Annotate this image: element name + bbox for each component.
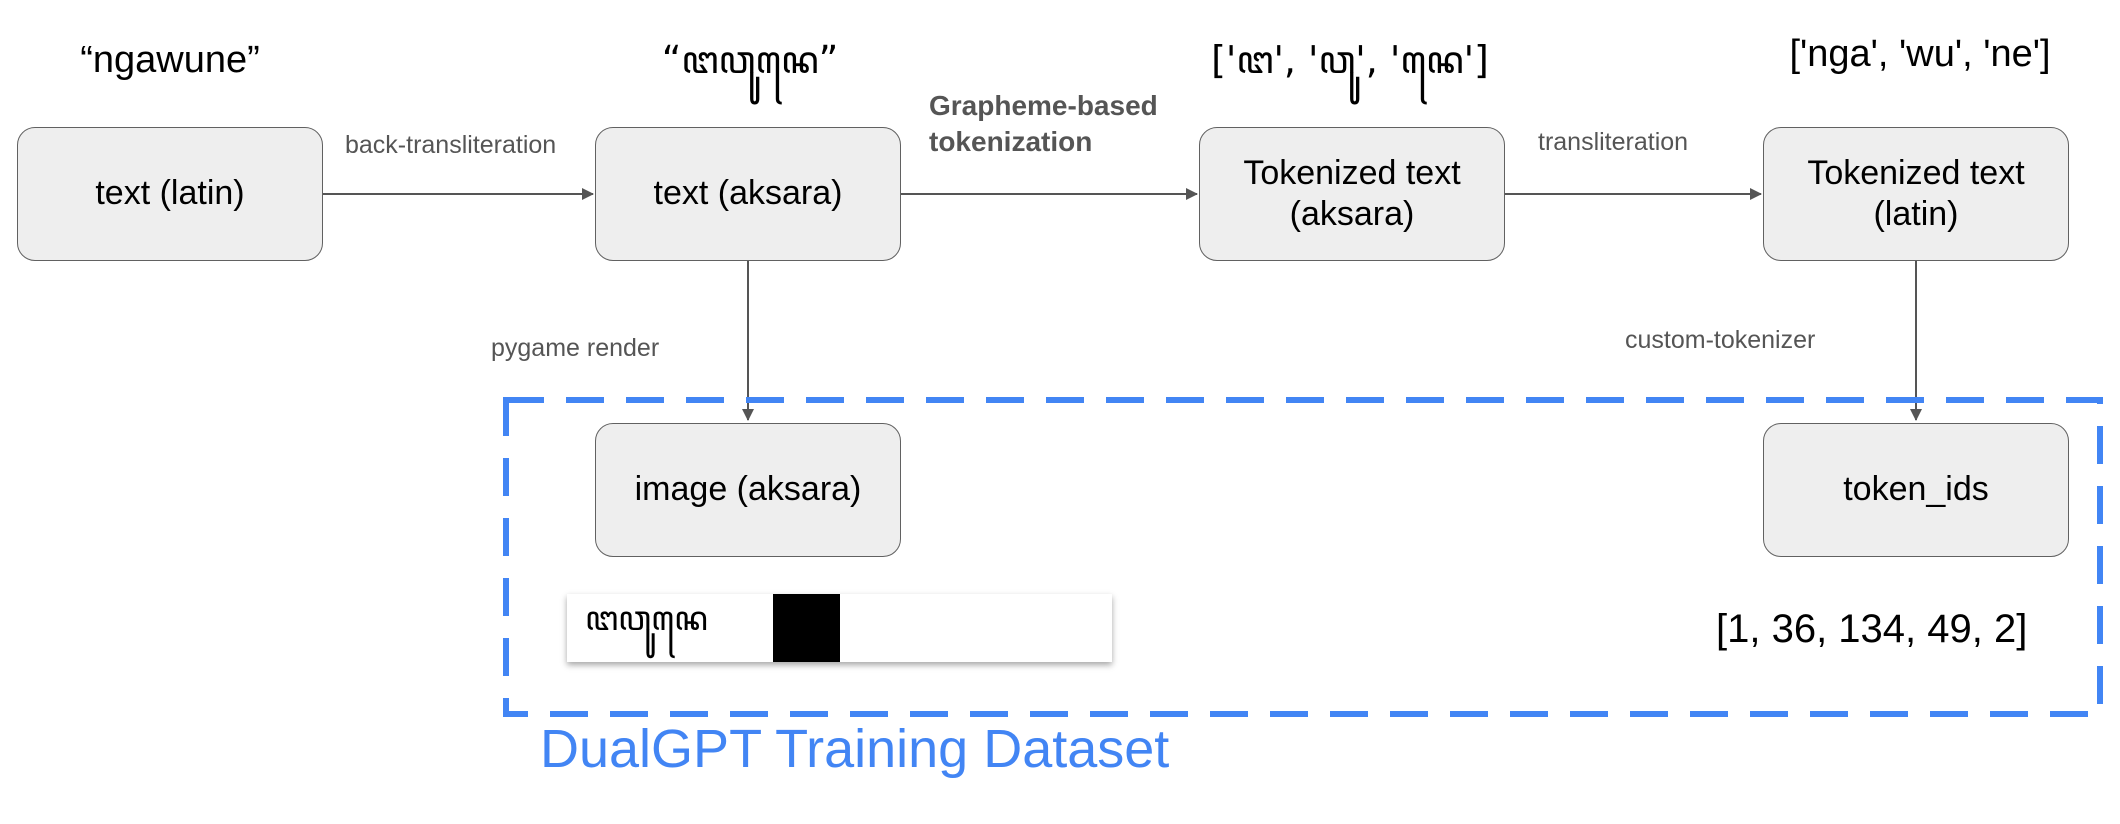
node-image-aksara: image (aksara) xyxy=(595,423,901,557)
rendered-aksara-glyphs: ꦔꦮꦸꦤꦺ xyxy=(585,599,708,639)
edge-label-grapheme-tokenization: Grapheme-based tokenization xyxy=(929,90,1158,158)
token-ids-example: [1, 36, 134, 49, 2] xyxy=(1716,607,2028,651)
latin-word-example: “ngawune” xyxy=(80,39,260,81)
edge-label-transliteration: transliteration xyxy=(1538,128,1689,156)
edge-label-pygame-render: pygame render xyxy=(491,334,660,362)
dataset-boundary xyxy=(503,397,2103,717)
aksara-tokens-example: ['ꦔ', 'ꦮꦸ', 'ꦤꦺ'] xyxy=(1211,38,1489,82)
dataset-title: DualGPT Training Dataset xyxy=(540,719,1170,779)
rendered-aksara-image: ꦔꦮꦸꦤꦺ xyxy=(567,594,1112,662)
node-token-ids: token_ids xyxy=(1763,423,2069,557)
rendered-image-black-block xyxy=(773,594,840,662)
node-tokenized-latin: Tokenized text (latin) xyxy=(1763,127,2069,261)
edge-label-custom-tokenizer: custom-tokenizer xyxy=(1625,326,1816,354)
aksara-word-example: “ꦔꦮꦸꦤꦺ” xyxy=(661,38,839,82)
latin-tokens-example: ['nga', 'wu', 'ne'] xyxy=(1789,33,2051,75)
node-tokenized-aksara: Tokenized text (aksara) xyxy=(1199,127,1505,261)
edge-label-back-transliteration: back-transliteration xyxy=(345,131,557,159)
node-text-latin: text (latin) xyxy=(17,127,323,261)
node-text-aksara: text (aksara) xyxy=(595,127,901,261)
